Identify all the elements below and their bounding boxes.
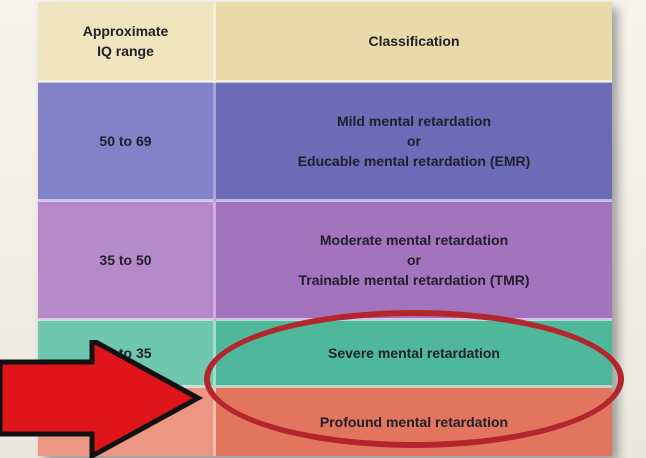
classification-line2: or: [407, 252, 421, 268]
classification-line1: Moderate mental retardation: [319, 232, 509, 248]
classification-cell: Profound mental retardation: [214, 385, 612, 456]
header-iq-range: Approximate IQ range: [38, 2, 216, 82]
classification-line1: Mild mental retardation: [336, 113, 492, 129]
header-iq-range-line2: IQ range: [97, 43, 154, 59]
right-arrow-icon: [0, 340, 204, 458]
classification-cell: Mild mental retardation or Educable ment…: [214, 80, 612, 201]
header-classification: Classification: [214, 2, 612, 82]
iq-range-cell: 35 to 50: [38, 199, 216, 320]
table-row-moderate: 35 to 50 Moderate mental retardation or …: [38, 199, 612, 320]
header-iq-range-line1: Approximate: [82, 23, 169, 39]
table-row-mild: 50 to 69 Mild mental retardation or Educ…: [38, 80, 612, 201]
classification-line2: or: [407, 133, 421, 149]
classification-line3: Educable mental retardation (EMR): [297, 153, 531, 169]
table-header-row: Approximate IQ range Classification: [38, 2, 612, 82]
classification-cell: Moderate mental retardation or Trainable…: [214, 199, 612, 320]
classification-cell: Severe mental retardation: [214, 318, 612, 387]
classification-line3: Trainable mental retardation (TMR): [298, 272, 530, 288]
iq-range-cell: 50 to 69: [38, 80, 216, 201]
